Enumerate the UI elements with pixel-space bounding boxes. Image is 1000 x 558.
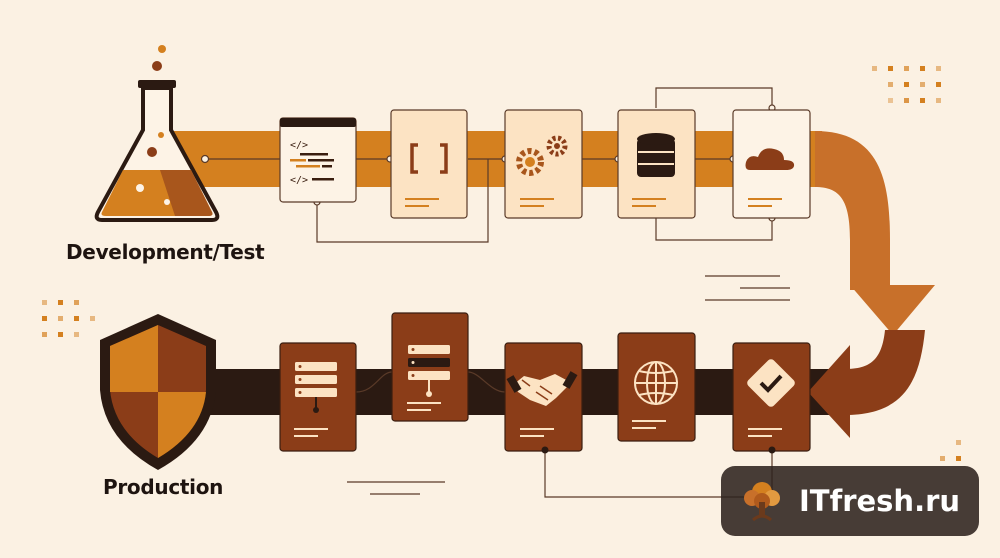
svg-text:</>: </> <box>290 175 308 186</box>
dev-card-brackets[interactable] <box>390 109 468 219</box>
server-rack-icon <box>295 362 337 413</box>
dev-card-cloud[interactable] <box>732 109 811 219</box>
prod-card-server-rack-2[interactable] <box>391 312 469 422</box>
connector-lines <box>205 87 790 498</box>
bottom-connector-dots <box>541 446 776 454</box>
left-arrow-icon <box>808 345 850 438</box>
flask-icon <box>94 45 220 222</box>
tree-logo-icon <box>744 482 780 522</box>
gears-icon <box>516 135 568 176</box>
down-arrow-icon <box>850 285 935 335</box>
prod-card-checkmark[interactable] <box>732 342 811 452</box>
globe-icon <box>634 361 678 405</box>
code-editor-icon: </> </> <box>290 140 334 186</box>
database-icon <box>637 133 675 177</box>
dot-grid-bottom-right <box>940 440 961 461</box>
watermark-text: ITfresh.ru <box>799 484 961 518</box>
production-label: Production <box>103 475 224 499</box>
prod-card-globe[interactable] <box>617 332 696 442</box>
cloud-icon <box>745 148 795 170</box>
dot-grid-left <box>42 300 95 337</box>
development-label: Development/Test <box>66 240 265 264</box>
prod-card-handshake[interactable] <box>504 342 583 452</box>
dev-card-database[interactable] <box>617 109 696 219</box>
brackets-icon <box>410 143 448 174</box>
server-rack-icon <box>408 345 450 397</box>
prod-card-server-rack-1[interactable] <box>279 342 357 452</box>
svg-text:</>: </> <box>290 140 308 151</box>
shield-icon <box>100 314 216 470</box>
dev-card-code-editor[interactable]: </> </> <box>279 117 357 203</box>
handshake-icon <box>506 371 578 406</box>
dev-card-gears[interactable] <box>504 109 583 219</box>
watermark-badge: ITfresh.ru <box>721 466 979 536</box>
checkmark-icon <box>747 359 795 407</box>
dot-grid-top-right <box>872 66 941 103</box>
